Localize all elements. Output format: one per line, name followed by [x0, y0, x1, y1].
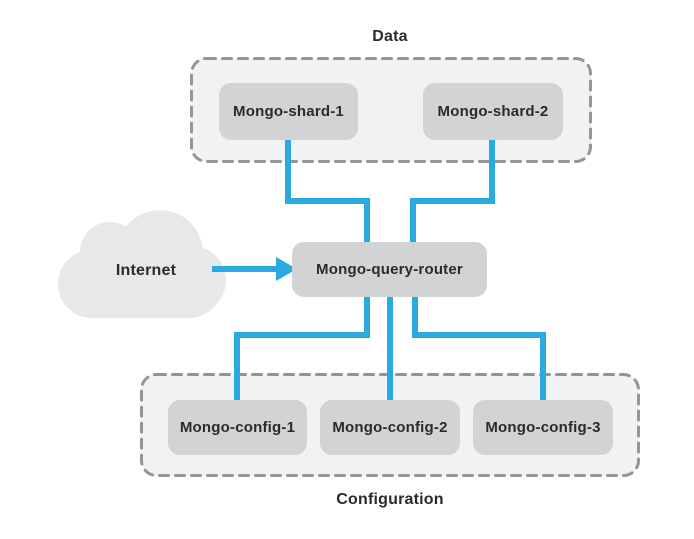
internet-label: Internet — [115, 262, 177, 279]
node-mongo-shard-2: Mongo-shard-2 — [423, 83, 563, 140]
node-mongo-config-2: Mongo-config-2 — [320, 400, 460, 455]
connector-router-config3 — [412, 293, 546, 404]
arrow-head — [276, 257, 297, 281]
internet-cloud-icon — [58, 210, 226, 318]
node-mongo-config-3: Mongo-config-3 — [473, 400, 613, 455]
cloud-base — [58, 250, 223, 318]
node-mongo-config-1: Mongo-config-1 — [168, 400, 307, 455]
connector-router-config1 — [234, 293, 370, 404]
config-group-label: Configuration — [336, 491, 444, 508]
connector-shard2-router — [410, 135, 495, 246]
data-group-label: Data — [372, 28, 408, 45]
node-mongo-shard-1: Mongo-shard-1 — [219, 83, 358, 140]
node-mongo-query-router: Mongo-query-router — [292, 242, 487, 297]
connector-shard1-router — [285, 135, 370, 246]
